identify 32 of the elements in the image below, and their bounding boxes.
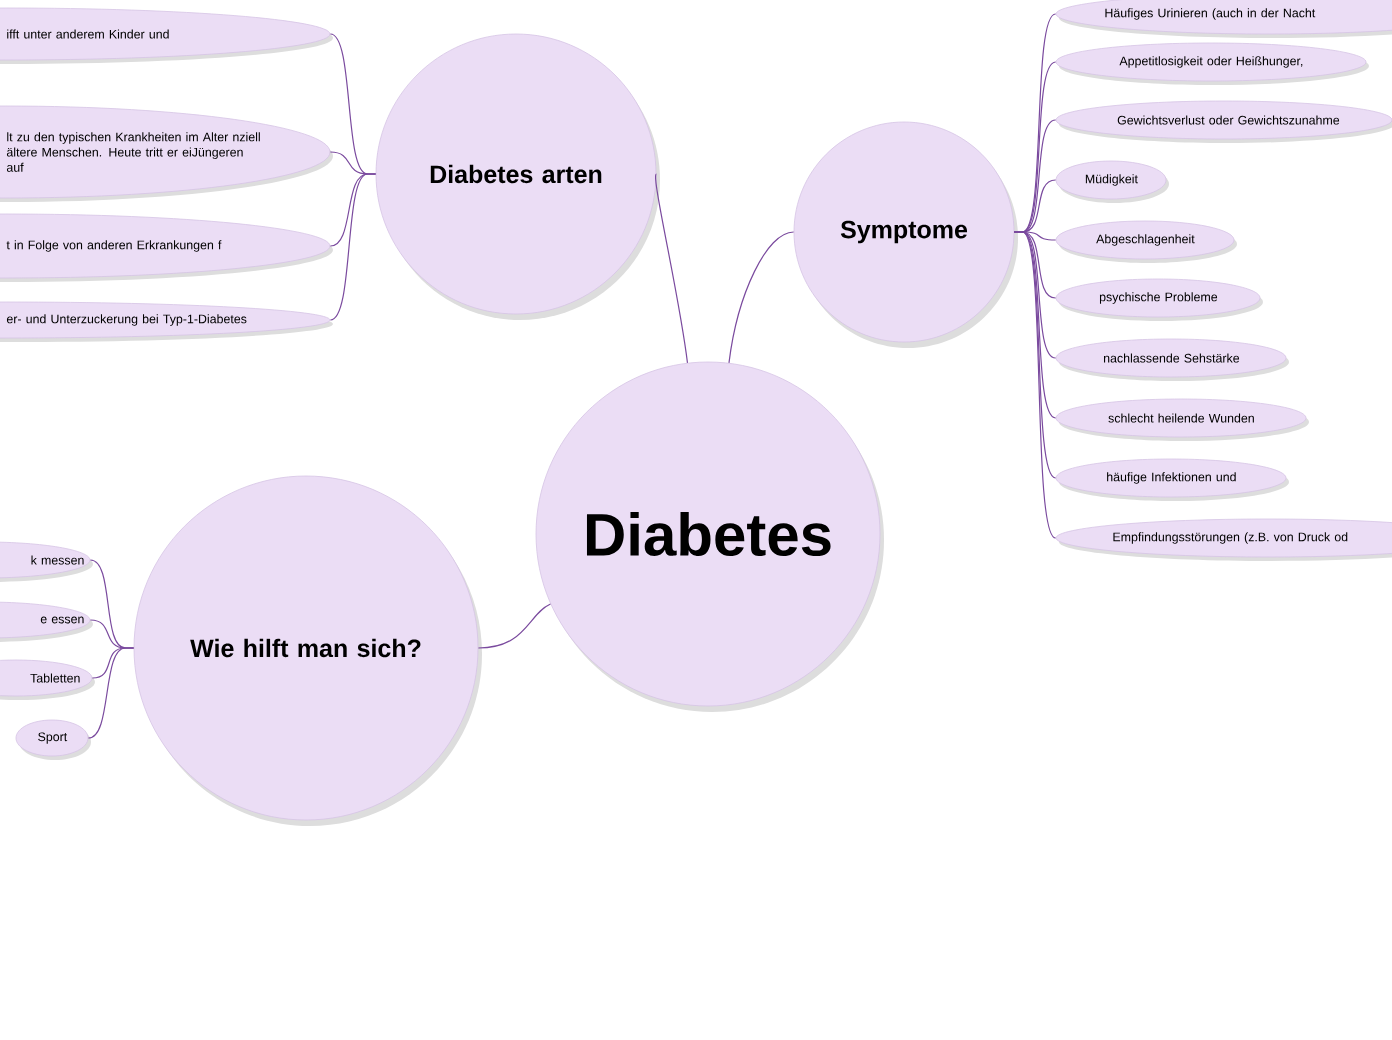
- subtopic-bubble: [0, 301, 333, 342]
- subtopic-bubble: [0, 659, 95, 700]
- subtopic-bubble: [1055, 278, 1263, 321]
- topic-circle: [133, 475, 482, 826]
- subtopic-bubble: [0, 105, 333, 202]
- subtopic-bubble: [1055, 100, 1392, 143]
- subtopic-bubble: [0, 541, 93, 582]
- subtopic-bubble: [1055, 220, 1237, 263]
- subtopic-bubble: [1055, 338, 1289, 381]
- connector-line: [329, 173, 377, 321]
- connector-line: [1013, 231, 1057, 539]
- subtopic-bubble: [1055, 398, 1309, 441]
- topic-label: Symptome: [840, 220, 968, 244]
- topic-circle: [375, 33, 660, 320]
- subtopic-bubble: [0, 213, 333, 282]
- subtopic-bubble: [1055, 518, 1392, 561]
- subtopic-bubble: [1055, 0, 1392, 38]
- connector-line: [655, 173, 689, 364]
- subtopic-bubble: [1055, 160, 1169, 203]
- topic-circle: [793, 121, 1018, 348]
- subtopic-bubble: [0, 7, 333, 64]
- subtopic-bubble: [0, 601, 93, 642]
- topic-label: Wie hilft man sich?: [190, 638, 421, 658]
- topic-label: Diabetes: [586, 512, 831, 557]
- subtopic-bubble: [1055, 42, 1369, 85]
- connector-line: [728, 231, 795, 364]
- topic-label: Diabetes arten: [430, 164, 602, 184]
- main-topic-circle: [535, 361, 884, 712]
- connector-line: [477, 603, 552, 649]
- subtopic-bubble: [1055, 458, 1289, 501]
- subtopic-bubble: [15, 719, 91, 760]
- connector-line: [87, 647, 135, 739]
